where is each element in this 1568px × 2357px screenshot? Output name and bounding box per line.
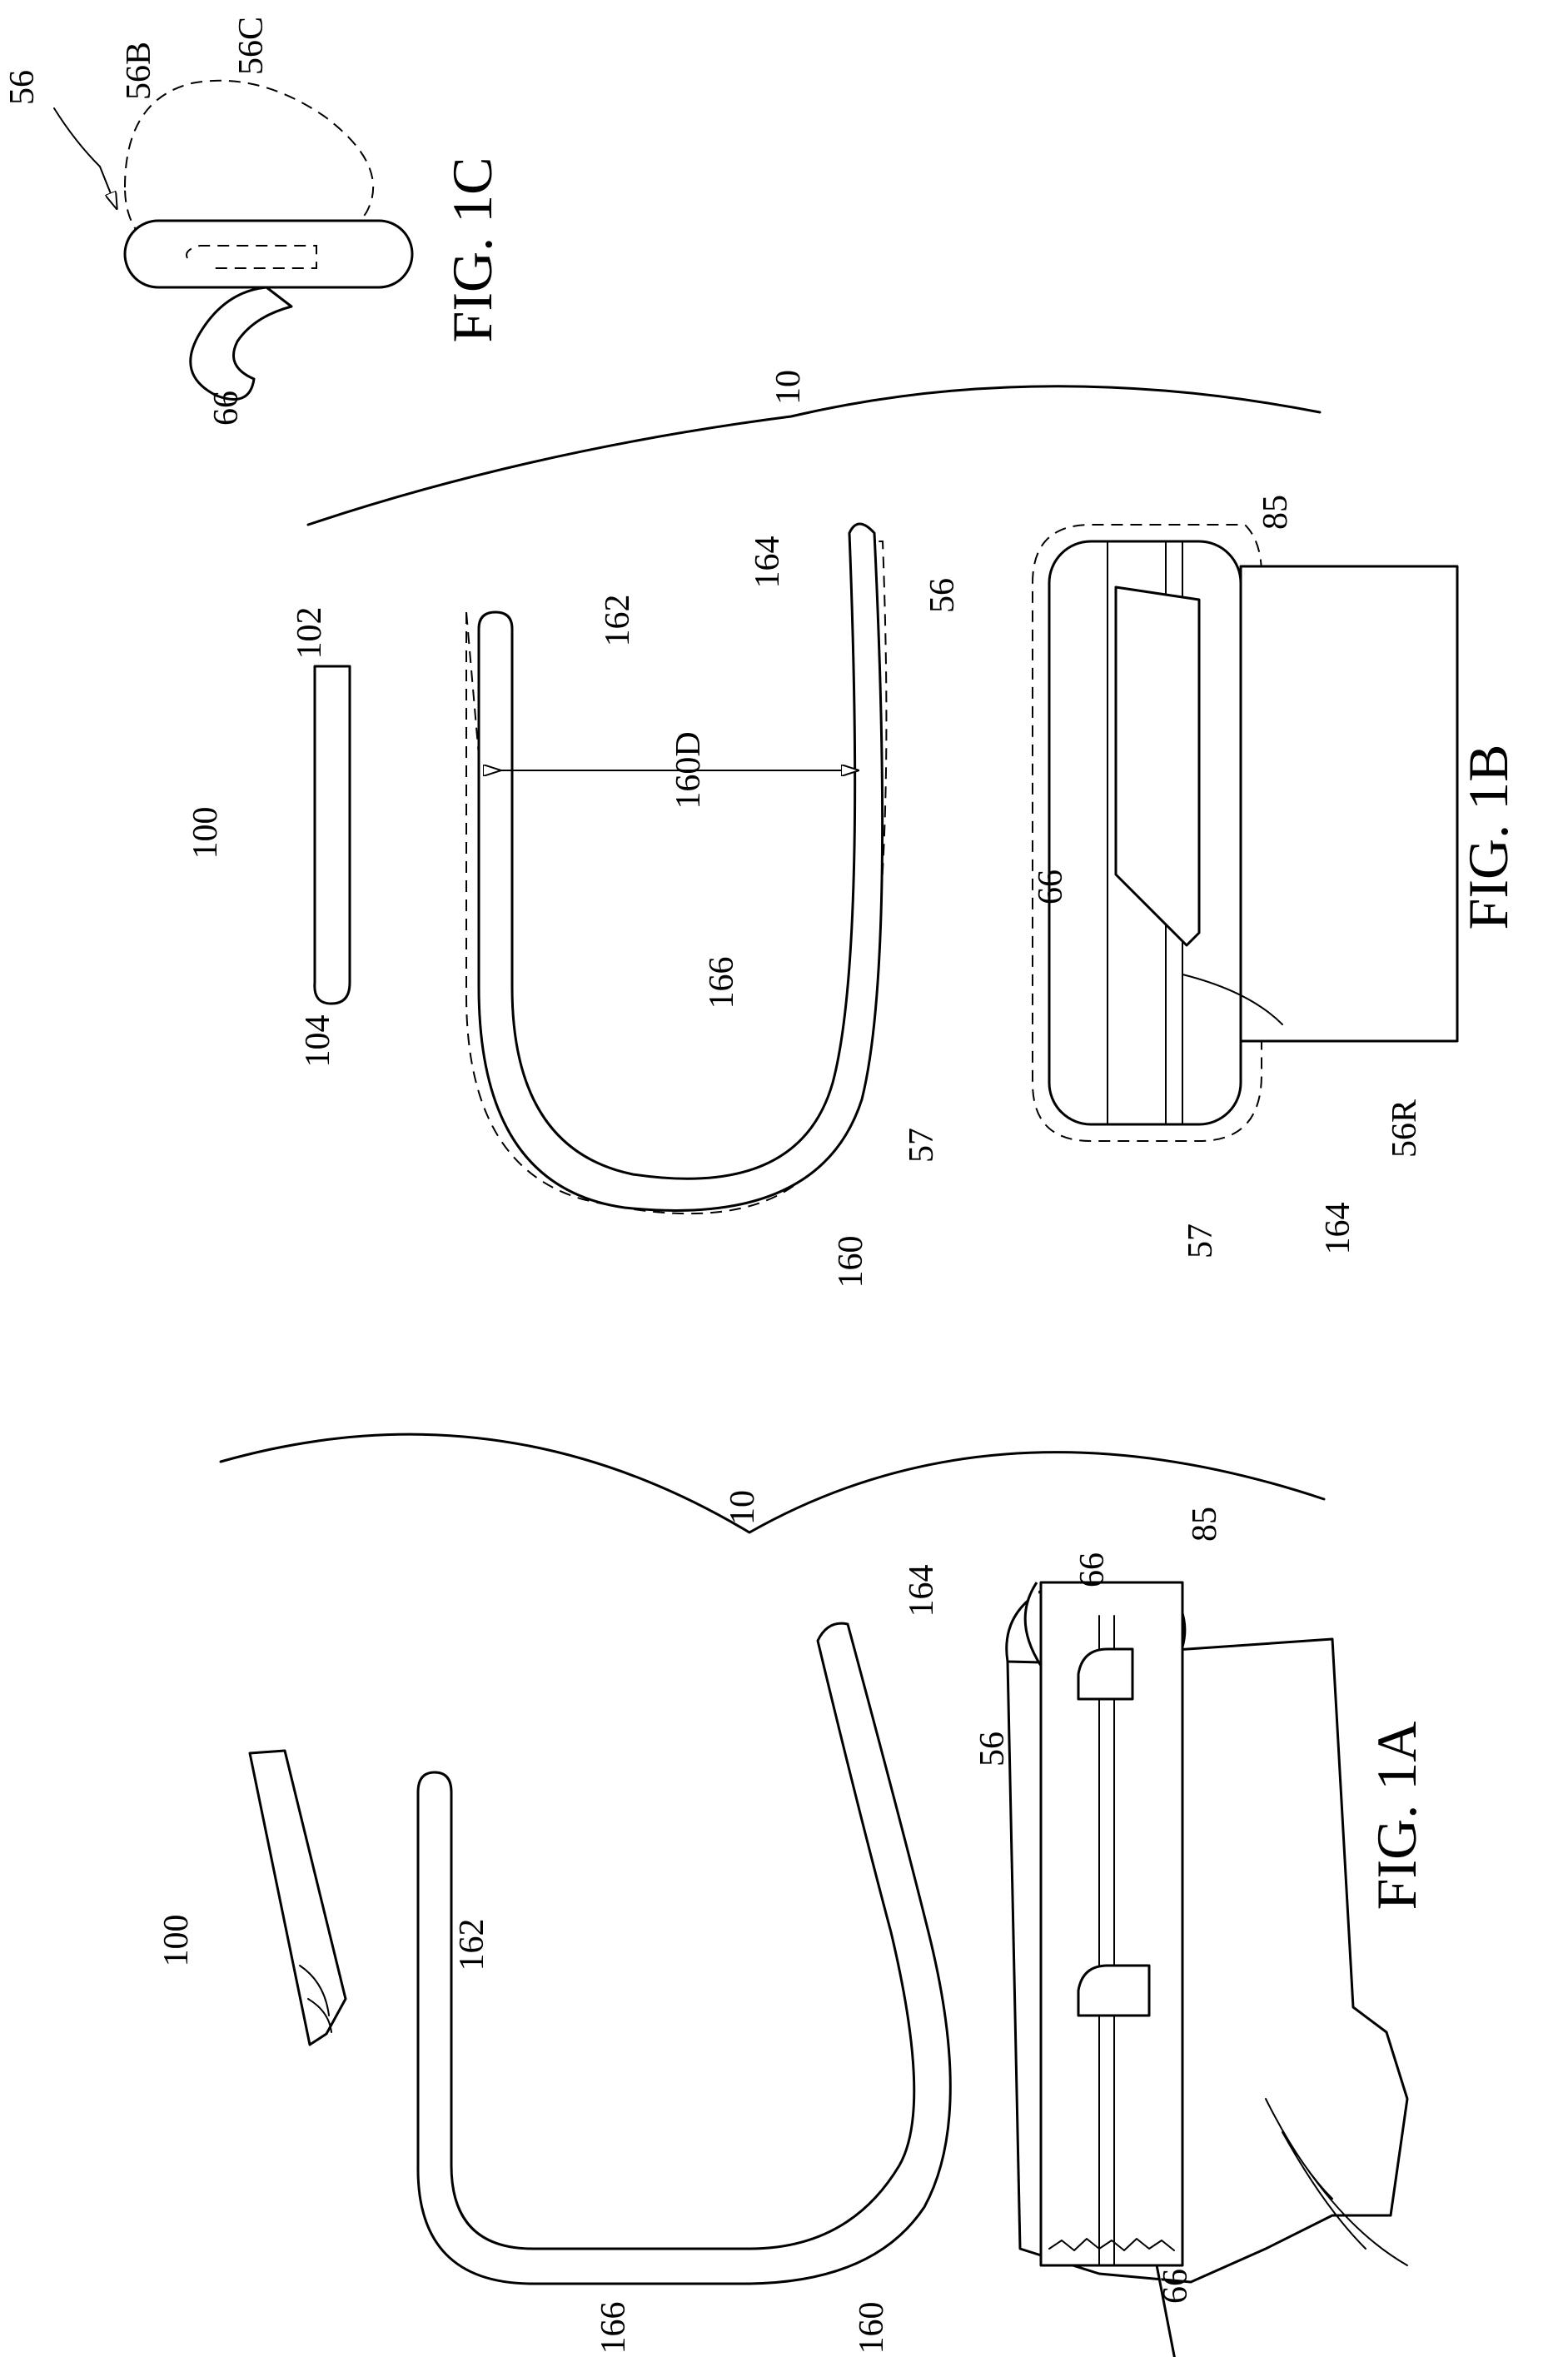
caption-fig-1a: FIG. 1A [1365,1722,1428,1911]
sleeve-56-1c [125,221,412,287]
label-frame-1a: 160 [853,2302,891,2355]
label-hook-lower-1a: 66 [1157,2269,1195,2304]
sleeve-56-1a [1007,1582,1407,2357]
label-leg-b-1b: 164 [749,536,787,589]
label-cover-1c: 56C [232,17,271,75]
caption-fig-1c: FIG. 1C [441,157,504,343]
label-sleeve-1b: 56 [923,578,962,613]
leader-sleeve-1c [54,108,117,208]
label-assembly-1b: 10 [769,370,808,405]
label-hook-1b: 66 [1032,870,1070,904]
rod-100-1a [250,1751,346,2045]
assembly-brace-1a [221,1434,1324,1532]
label-rod-1a: 100 [157,1915,196,1967]
label-assembly-1a: 10 [724,1490,762,1525]
label-wrap-1a: 85 [1186,1507,1224,1542]
label-hook-upper-1a: 66 [1073,1552,1112,1587]
label-bend-1b: 166 [703,957,741,1009]
label-rod-end-b-1b: 104 [299,1015,337,1068]
label-base-1c: 56B [120,42,158,100]
label-recess-1b: 56R [1386,1099,1424,1158]
label-rod-end-a-1b: 102 [291,607,329,660]
label-leg-a-1b: 162 [599,595,637,647]
frame-160-1a [418,1623,950,2284]
label-sleeve-1a: 56 [973,1732,1012,1767]
label-sleeve-1c: 56 [3,70,42,105]
caption-fig-1b: FIG. 1B [1456,745,1520,930]
figure-1c: 56 56B 56C 66 FIG. 1C [3,17,504,426]
hook-66-1c [191,287,291,400]
label-rod-1b: 100 [187,807,225,860]
label-wrap-1b: 85 [1257,495,1295,530]
label-leg-b-1a: 164 [903,1565,941,1617]
frame-160-1b [466,524,886,1213]
rod-100-1b [315,666,350,1004]
assembly-brace-1b [308,386,1320,525]
label-bend-1a: 166 [595,2302,633,2355]
sleeve-56-1b [1033,525,1457,1141]
figure-1a: 10 100 162 164 166 160 56 66 66 85 FIG. … [157,1434,1428,2357]
label-frame-1b: 160 [832,1236,870,1288]
label-leg-a-1a: 162 [453,1919,491,1971]
label-dimension-1b: 160D [670,731,708,809]
label-outline-frame-1b: 57 [903,1128,941,1163]
label-hook-1c: 66 [207,391,246,426]
figure-1b: 10 100 102 104 162 160D 164 166 160 57 5… [187,370,1520,1288]
label-inner-leg-1b: 164 [1319,1203,1357,1255]
label-outline-sleeve-1b: 57 [1182,1223,1220,1258]
